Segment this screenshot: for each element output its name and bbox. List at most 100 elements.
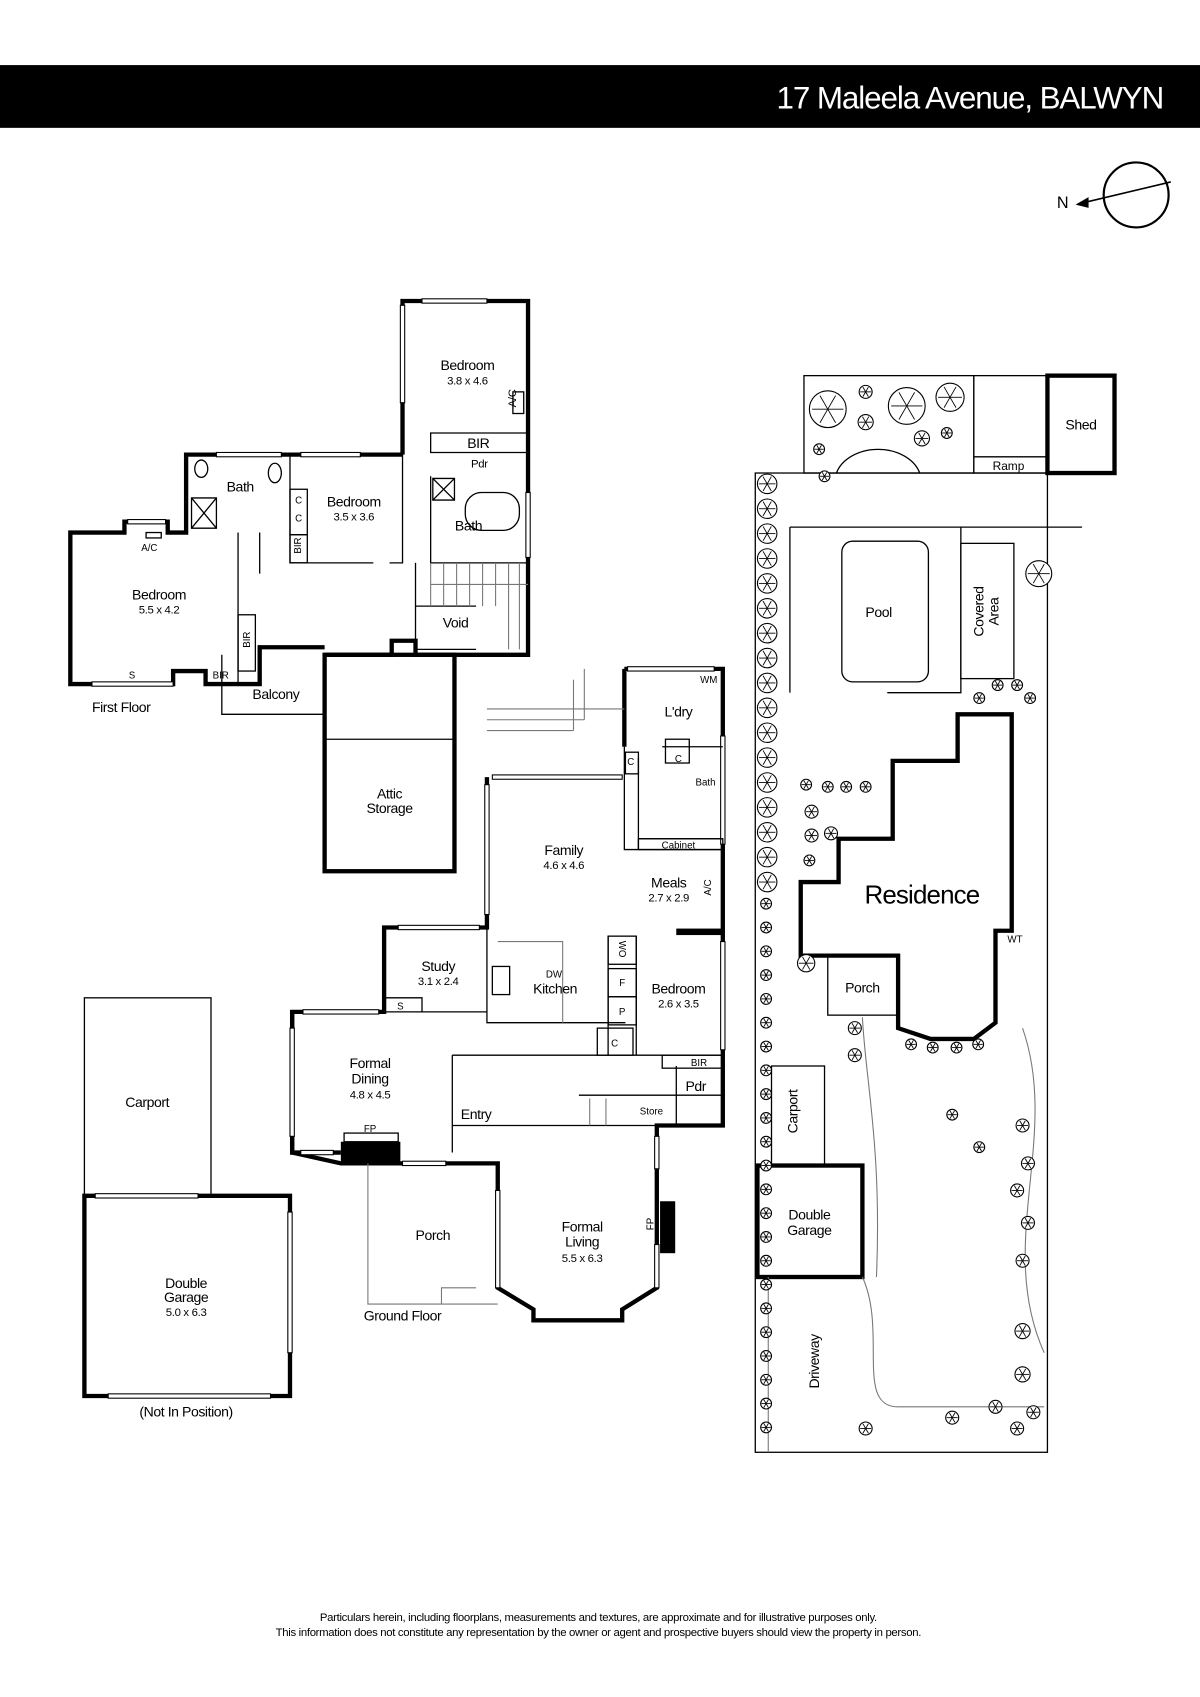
room-laundry-label: L'dry <box>665 703 693 719</box>
tree-icon <box>760 969 773 982</box>
room-family-size: 4.6 x 4.6 <box>543 860 584 872</box>
tree-icon <box>760 1159 773 1172</box>
tree-icon <box>821 780 834 793</box>
tree-icon <box>796 954 816 973</box>
site-carport-label: Carport <box>784 1089 800 1133</box>
water-tank-label: WT <box>1007 935 1022 946</box>
shelf-label: S <box>129 671 136 682</box>
site-porch-label: Porch <box>845 979 880 995</box>
disclaimer-line-2: This information does not constitute any… <box>276 1627 922 1639</box>
tree-icon <box>760 1326 773 1339</box>
tree-icon <box>760 992 773 1005</box>
tree-icon <box>847 1048 862 1063</box>
tree-icon <box>973 692 986 705</box>
room-garage-label: Garage <box>164 1289 209 1305</box>
store-label: Store <box>640 1107 663 1118</box>
covered-area-label: Covered <box>971 586 987 636</box>
header-bar <box>0 65 1200 128</box>
cupboard-label: C <box>295 514 302 525</box>
tree-icon <box>840 780 853 793</box>
compass-north-label: N <box>1057 194 1068 212</box>
ac-label: A/C <box>703 879 714 895</box>
room-living-size: 5.5 x 6.3 <box>562 1253 603 1265</box>
room-bedroom-2-size: 3.5 x 3.6 <box>334 512 375 524</box>
room-meals-size: 2.7 x 2.9 <box>648 893 689 905</box>
tree-icon <box>756 598 778 619</box>
tree-icon <box>756 573 778 594</box>
tree-icon <box>756 672 778 694</box>
first-floor-label: First Floor <box>92 699 151 715</box>
pool-label: Pool <box>865 604 892 620</box>
tree-icon <box>760 1016 773 1029</box>
room-bedroom-size: 2.6 x 3.5 <box>658 999 699 1011</box>
tree-icon <box>756 797 778 818</box>
site-plan: Shed Ramp Pool Covered Area Residence WT… <box>754 373 1117 1453</box>
tree-icon <box>756 846 778 868</box>
tree-icon <box>1014 1366 1031 1383</box>
tree-icon <box>1020 1156 1035 1171</box>
tree-icon <box>760 1421 773 1434</box>
room-dining-size: 4.8 x 4.5 <box>350 1089 391 1101</box>
tree-icon <box>859 780 872 793</box>
room-kitchen-label: Kitchen <box>533 980 577 996</box>
tree-icon <box>935 382 965 412</box>
room-bath-1-label: Bath <box>227 478 254 494</box>
tree-icon <box>973 1141 986 1154</box>
tree-icon <box>1026 1405 1041 1420</box>
tree-icon <box>858 1421 873 1436</box>
tree-icon <box>1010 1183 1025 1198</box>
ground-floor-label: Ground Floor <box>364 1307 442 1323</box>
tree-icon <box>972 1038 985 1051</box>
cupboard-label: C <box>675 754 682 765</box>
attic-storage-label: Storage <box>366 800 413 816</box>
tree-icon <box>926 1041 939 1054</box>
tree-icon <box>800 778 813 791</box>
tree-icon <box>760 1302 773 1315</box>
bir-label: BIR <box>213 671 229 682</box>
room-bedroom-3-label: Bedroom <box>132 587 186 603</box>
tree-icon <box>808 390 847 429</box>
room-pdr-label: Pdr <box>685 1078 706 1094</box>
room-bedroom-label: Bedroom <box>651 980 705 996</box>
fireplace-label: FP <box>646 1218 657 1230</box>
void-label: Void <box>443 615 469 631</box>
tree-icon <box>988 1399 1003 1414</box>
room-garage-label: Double <box>165 1275 208 1291</box>
pantry-label: P <box>619 1007 625 1018</box>
cabinet-label: Cabinet <box>662 840 696 851</box>
tree-icon <box>756 498 778 520</box>
shelf-label: S <box>397 1002 404 1013</box>
attic-storage-label: Attic <box>377 786 403 802</box>
fireplace-label: FP <box>364 1124 376 1135</box>
tree-icon <box>940 427 953 439</box>
tree-icon <box>804 828 819 843</box>
cupboard-label: C <box>627 757 634 768</box>
tree-icon <box>760 1231 773 1243</box>
tree-icon <box>756 697 778 719</box>
tree-icon <box>946 1108 959 1121</box>
bir-label: BIR <box>691 1058 707 1069</box>
tree-icon <box>760 1278 773 1291</box>
north-compass-icon: N <box>1057 161 1171 229</box>
residence-label: Residence <box>864 880 979 910</box>
tree-icon <box>1025 560 1053 588</box>
tree-icon <box>760 1111 773 1124</box>
tree-icon <box>760 1254 773 1267</box>
room-study-label: Study <box>421 958 455 974</box>
tree-icon <box>823 826 839 841</box>
property-address: 17 Maleela Avenue, BALWYN <box>777 80 1164 115</box>
tree-icon <box>760 1350 773 1362</box>
tree-icon <box>756 548 778 569</box>
cupboard-label: C <box>295 495 302 506</box>
tree-icon <box>760 945 773 958</box>
bir-label: BIR <box>242 632 253 648</box>
ground-floor-plan: L'dry WM C C Bath Cabinet Family 4.6 x 4… <box>82 666 726 1420</box>
tree-icon <box>804 804 819 819</box>
bir-label: BIR <box>467 435 489 451</box>
tree-icon <box>760 1088 773 1101</box>
tree-icon <box>847 1021 862 1036</box>
room-bath-label: Bath <box>696 778 716 789</box>
tree-icon <box>1014 1322 1031 1340</box>
tree-icon <box>813 443 826 456</box>
fridge-label: F <box>619 978 625 989</box>
